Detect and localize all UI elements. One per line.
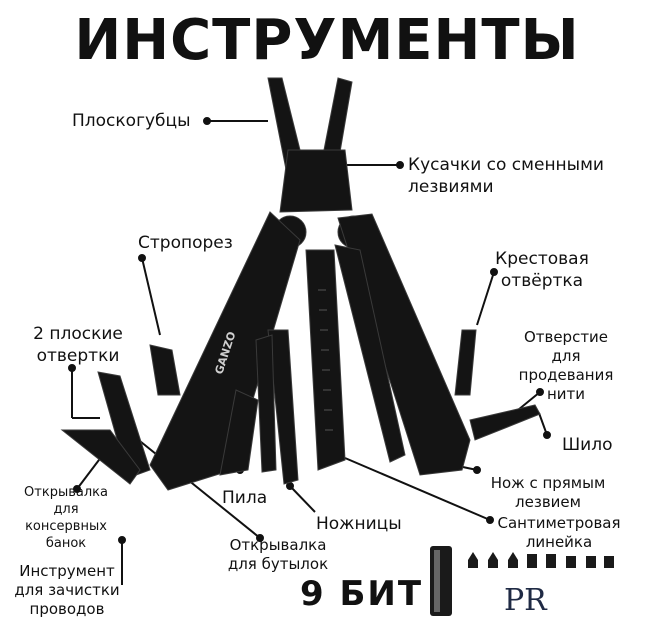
page-title: ИНСТРУМЕНТЫ bbox=[74, 8, 580, 73]
label-cutters-line2: лезвиями bbox=[408, 177, 494, 197]
label-can-opener-line4: банок bbox=[45, 536, 87, 551]
bits-count-label: 9 БИТ bbox=[300, 574, 424, 614]
label-ruler-line1: Сантиметровая bbox=[497, 514, 621, 532]
label-thread-line1: Отверстие bbox=[523, 328, 609, 346]
label-ruler-line2: линейка bbox=[525, 533, 593, 551]
label-bottle-opener-line1: Открывалка bbox=[229, 536, 327, 554]
label-can-opener: Открывалка для консервных банок bbox=[14, 484, 118, 552]
label-wire-stripper-line1: Инструмент bbox=[19, 562, 115, 580]
bits-strip bbox=[430, 546, 614, 616]
tool-body bbox=[60, 77, 541, 491]
label-ruler: Сантиметровая линейка bbox=[494, 514, 624, 552]
label-strap-cutter: Стропорез bbox=[138, 233, 233, 253]
label-wire-stripper-line2: для зачистки bbox=[14, 581, 120, 599]
label-flat-line1: 2 плоские bbox=[33, 324, 123, 344]
brand-logo: PR bbox=[504, 583, 548, 618]
label-phillips: Крестовая отвёртка bbox=[492, 248, 592, 292]
label-phillips-line1: Крестовая bbox=[495, 249, 589, 269]
label-cutters-line1: Кусачки со сменными bbox=[408, 155, 604, 175]
label-awl: Шило bbox=[562, 435, 613, 455]
label-straight-knife: Нож с прямым лезвием bbox=[488, 474, 608, 512]
label-flat-screwdrivers: 2 плоские отвертки bbox=[28, 323, 128, 367]
label-scissors: Ножницы bbox=[316, 514, 402, 534]
label-thread-hole: Отверстие для продевания нити bbox=[516, 328, 616, 404]
label-pliers: Плоскогубцы bbox=[72, 111, 191, 131]
label-cutters: Кусачки со сменными лезвиями bbox=[408, 154, 604, 198]
label-bottle-opener-line2: для бутылок bbox=[227, 555, 329, 573]
label-can-opener-line3: консервных bbox=[25, 519, 107, 534]
label-straight-knife-line1: Нож с прямым bbox=[490, 474, 606, 492]
label-thread-line3: продевания bbox=[518, 366, 614, 384]
label-bottle-opener: Открывалка для бутылок bbox=[226, 536, 330, 574]
label-thread-line2: для bbox=[551, 347, 581, 365]
label-thread-line4: нити bbox=[546, 385, 586, 403]
label-wire-stripper-line3: проводов bbox=[29, 600, 105, 618]
ruler-ticks bbox=[318, 289, 333, 431]
label-wire-stripper: Инструмент для зачистки проводов bbox=[12, 562, 122, 619]
label-can-opener-line1: Открывалка bbox=[24, 485, 108, 500]
label-straight-knife-line2: лезвием bbox=[515, 493, 581, 511]
label-can-opener-line2: для bbox=[53, 502, 79, 517]
label-phillips-line2: отвёртка bbox=[500, 271, 584, 291]
label-flat-line2: отвертки bbox=[36, 346, 120, 366]
label-saw: Пила bbox=[222, 488, 268, 508]
svg-text:PR: PR bbox=[504, 583, 548, 618]
